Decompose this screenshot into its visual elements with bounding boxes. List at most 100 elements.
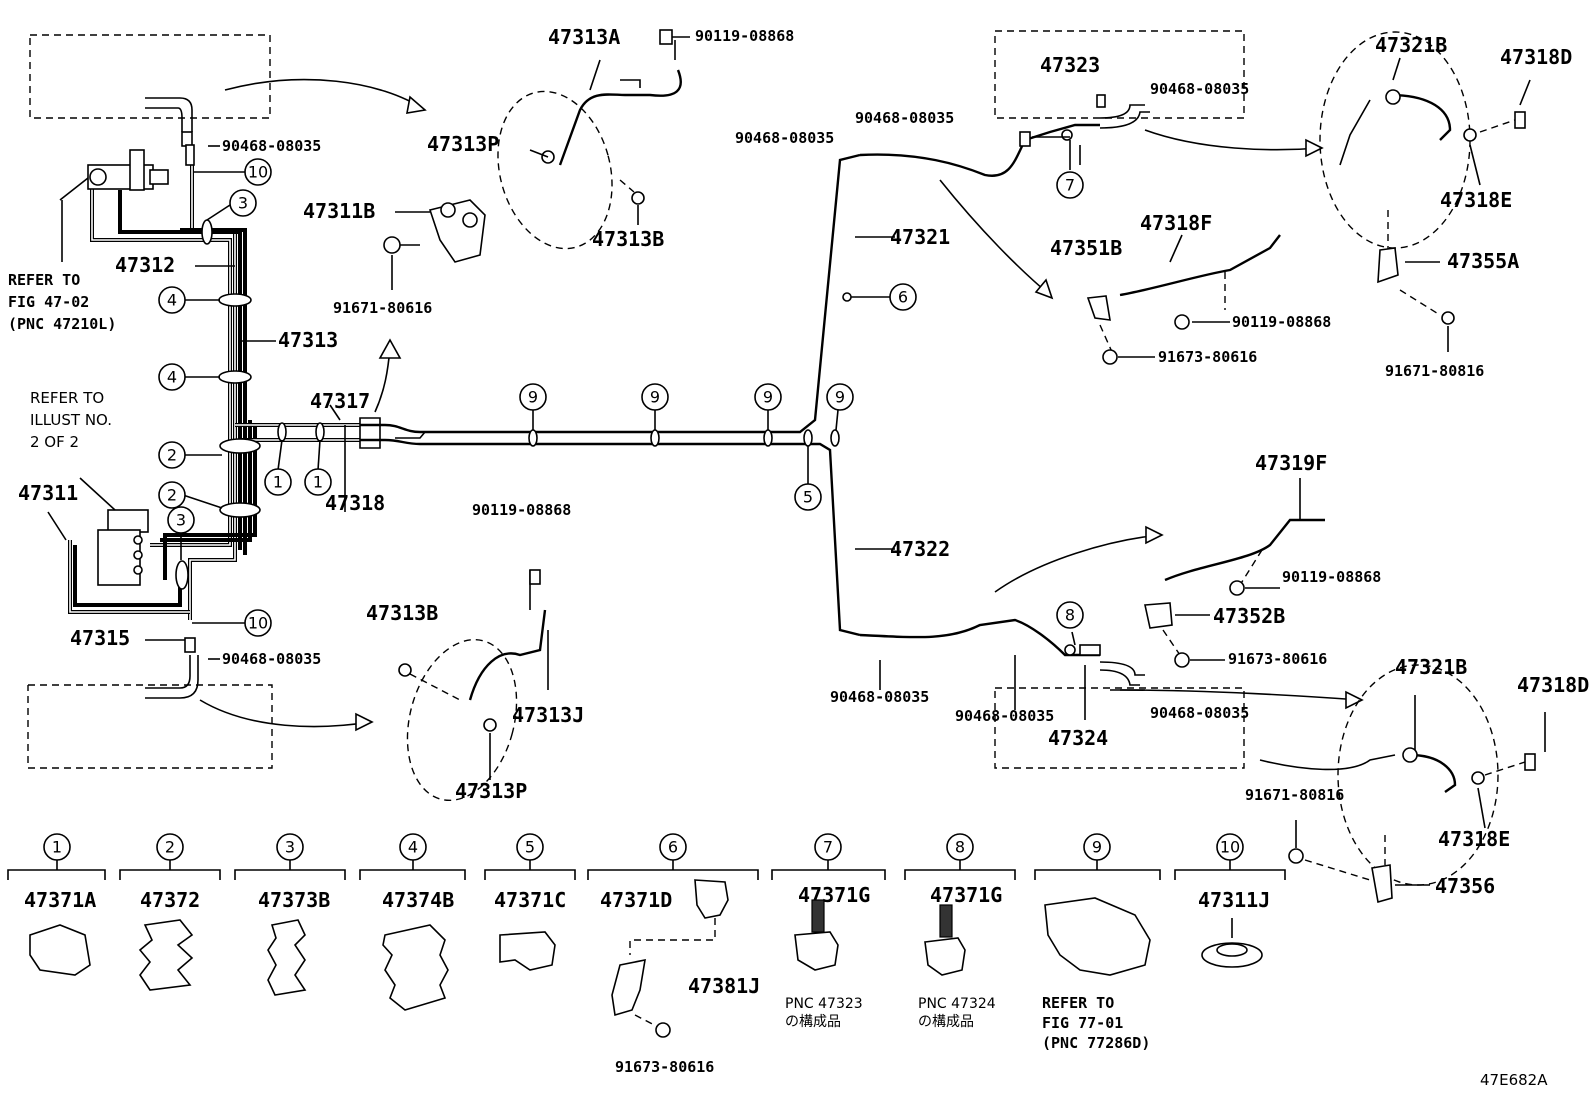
rear-tube-47319F: [1144, 478, 1325, 668]
rear-wheel-top: [1319, 31, 1531, 352]
legend-part-4: 47374B: [382, 888, 454, 912]
callout-10a: 10: [244, 158, 272, 186]
svg-text:3: 3: [238, 194, 248, 213]
label-47313B-b: 47313B: [366, 601, 438, 625]
svg-text:9: 9: [1092, 838, 1102, 857]
legend-circle-2: 2: [156, 833, 184, 861]
rear-hose-lower: [859, 618, 1145, 686]
svg-text:9: 9: [528, 388, 538, 407]
label-91671-80616: 91671-80616: [333, 299, 432, 317]
svg-text:ILLUST NO.: ILLUST NO.: [30, 411, 112, 429]
refer-note-illust: REFER TO ILLUST NO. 2 OF 2: [30, 389, 112, 451]
svg-text:2: 2: [167, 446, 177, 465]
svg-text:2 OF 2: 2 OF 2: [30, 433, 79, 451]
label-47317: 47317: [310, 389, 370, 413]
legend-note-8-a: PNC 47324: [918, 996, 996, 1012]
legend-note-9-b: FIG 77-01: [1042, 1014, 1123, 1032]
callout-9c: 9: [754, 383, 782, 411]
label-47322: 47322: [890, 537, 950, 561]
svg-text:(PNC 47210L): (PNC 47210L): [8, 315, 116, 333]
label-90468-08035-b: 90468-08035: [222, 650, 321, 668]
label-90119-08868-c: 90119-08868: [1232, 313, 1331, 331]
callout-1a: 1: [264, 468, 292, 496]
label-47321: 47321: [890, 225, 950, 249]
label-90119-08868-a: 90119-08868: [695, 27, 794, 45]
callout-3a: 3: [229, 189, 257, 217]
clip-77286D-shape: [1044, 897, 1151, 976]
rear-wheel-bottom: [1259, 664, 1546, 904]
label-91673-80616-b: 91673-80616: [1228, 650, 1327, 668]
svg-text:REFER TO: REFER TO: [30, 389, 104, 407]
ref-box-bottom-right: [994, 687, 1245, 769]
label-90468-08035-e: 90468-08035: [735, 129, 834, 147]
label-90468-08035-h: 90468-08035: [1150, 704, 1249, 722]
svg-text:7: 7: [823, 838, 833, 857]
ref-box-bottom-left: [27, 684, 273, 769]
svg-text:8: 8: [955, 838, 965, 857]
bracket-47311B: [383, 199, 486, 290]
label-90468-08035-a: 90468-08035: [222, 137, 321, 155]
label-47324: 47324: [1048, 726, 1108, 750]
master-cylinder: [59, 149, 169, 262]
svg-text:6: 6: [898, 288, 908, 307]
clamps: [175, 219, 852, 590]
svg-text:FIG 47-02: FIG 47-02: [8, 293, 89, 311]
callout-8: 8: [1056, 601, 1084, 629]
label-47356: 47356: [1435, 874, 1495, 898]
clip-47374B-shape: [382, 924, 449, 1011]
callout-4b: 4: [158, 363, 186, 391]
callout-10b: 10: [244, 609, 272, 637]
label-47312: 47312: [115, 253, 175, 277]
svg-text:6: 6: [668, 838, 678, 857]
legend-note-9-c: (PNC 77286D): [1042, 1034, 1150, 1052]
label-47318D-a: 47318D: [1500, 45, 1572, 69]
ref-box-top-left: [29, 34, 271, 119]
label-47313J: 47313J: [512, 703, 584, 727]
svg-text:5: 5: [525, 838, 535, 857]
label-47319F: 47319F: [1255, 451, 1327, 475]
legend-part-1: 47371A: [24, 888, 96, 912]
rear-tube-47318F: [1086, 234, 1281, 365]
callout-9a: 9: [519, 383, 547, 411]
clip-47371D-shape: [694, 879, 729, 919]
legend-part-3: 47373B: [258, 888, 330, 912]
bolt-91673-80616-shape: [655, 1022, 671, 1038]
legend-circle-4: 4: [399, 833, 427, 861]
label-91671-80816-a: 91671-80816: [1385, 362, 1484, 380]
label-90468-08035-g: 90468-08035: [955, 707, 1054, 725]
clip-47371A-shape: [29, 924, 91, 976]
label-91673-80616-a: 91673-80616: [1158, 348, 1257, 366]
svg-text:1: 1: [52, 838, 62, 857]
legend-circle-1: 1: [43, 833, 71, 861]
clip-47371G-b-shape: [924, 937, 966, 976]
svg-text:1: 1: [273, 473, 283, 492]
callout-5: 5: [794, 483, 822, 511]
label-47311B: 47311B: [303, 199, 375, 223]
legend-circle-6: 6: [659, 833, 687, 861]
svg-text:10: 10: [248, 614, 268, 633]
svg-text:2: 2: [165, 838, 175, 857]
svg-text:4: 4: [167, 291, 177, 310]
callout-3b: 3: [167, 506, 195, 534]
svg-text:8: 8: [1065, 606, 1075, 625]
label-47318: 47318: [325, 491, 385, 515]
svg-text:10: 10: [1220, 838, 1240, 857]
callout-4a: 4: [158, 286, 186, 314]
label-90468-08035-f: 90468-08035: [830, 688, 929, 706]
legend-note-7-a: PNC 47323: [785, 996, 863, 1012]
bracket-47381J-shape: [611, 958, 646, 1017]
callout-9b: 9: [641, 383, 669, 411]
reservoir-hose-bottom: [145, 637, 199, 699]
label-47323: 47323: [1040, 53, 1100, 77]
legend-circle-3: 3: [276, 833, 304, 861]
label-47313B-a: 47313B: [592, 227, 664, 251]
legend-circle-10: 10: [1216, 833, 1244, 861]
part-labels: 47313A 90119-08868 47313P 47313B 90468-0…: [18, 25, 1589, 898]
flow-arrows: [199, 78, 1364, 732]
circle-callouts: 1 1 2 2 3 3 4 4 5 6 7 8 9 9 9 9 10 10: [158, 158, 1084, 637]
label-47351B: 47351B: [1050, 236, 1122, 260]
label-47318D-b: 47318D: [1517, 673, 1589, 697]
rear-hose-upper: [859, 94, 1150, 177]
label-90119-08868-d: 90119-08868: [1282, 568, 1381, 586]
